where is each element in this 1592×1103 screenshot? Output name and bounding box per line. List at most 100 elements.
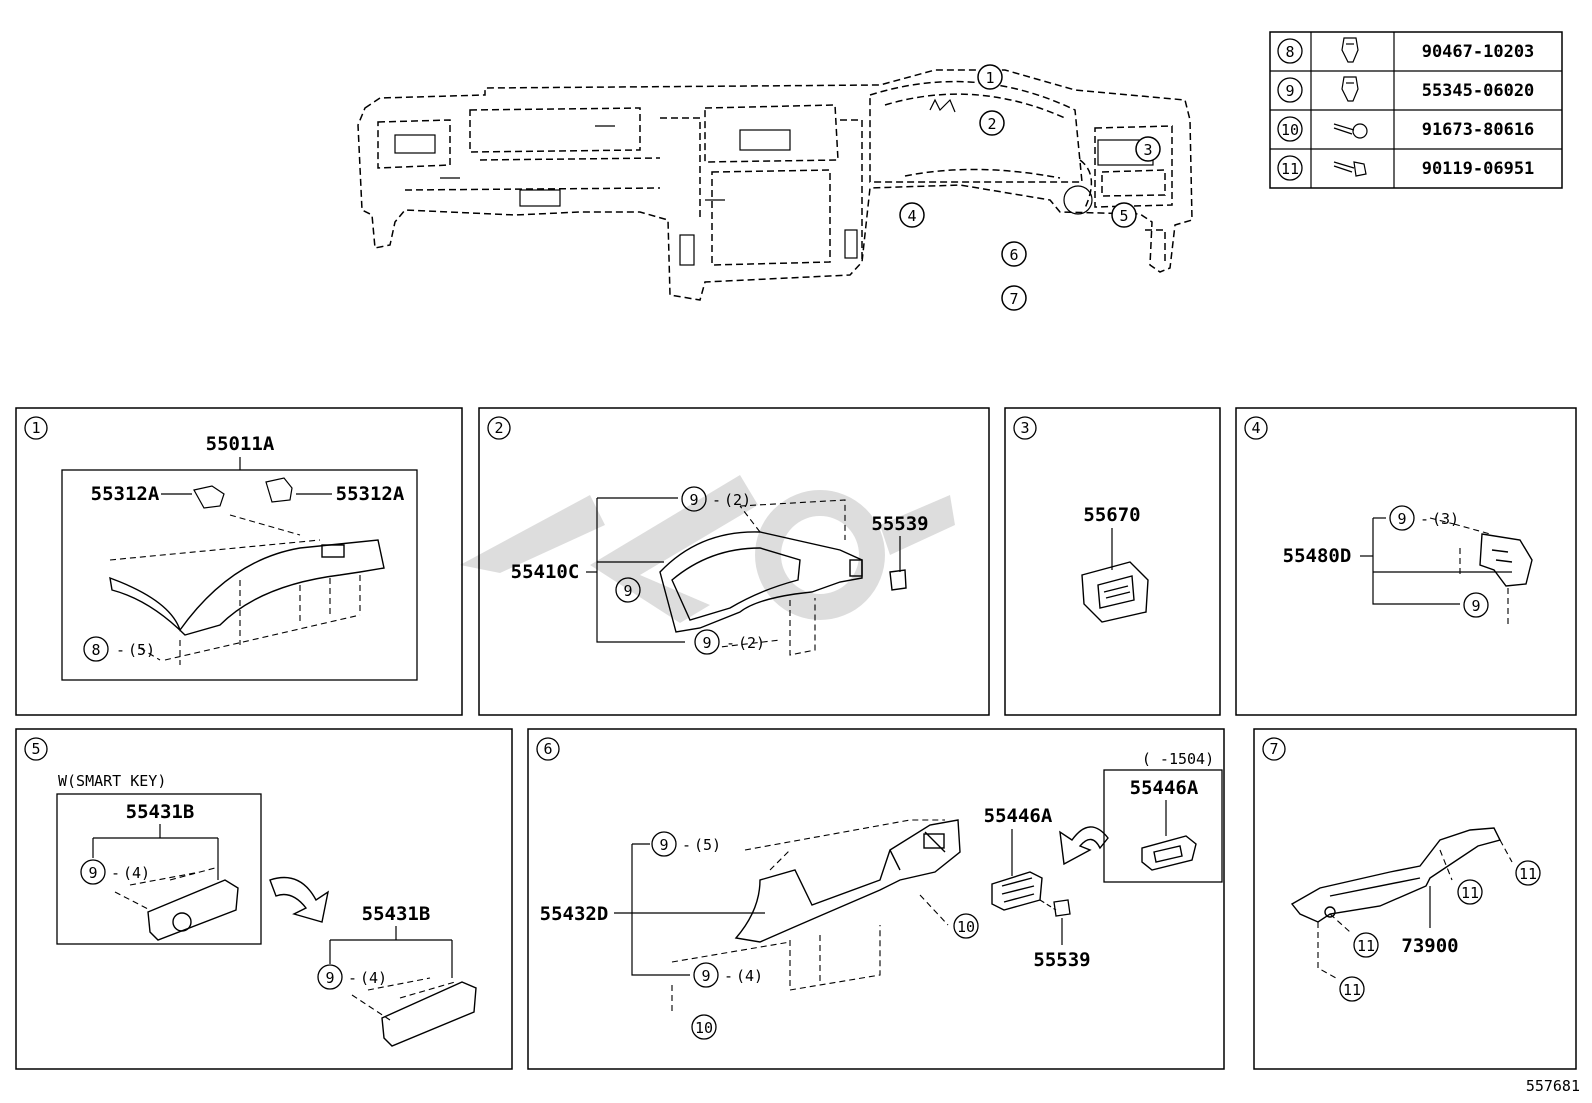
overview-callout-7[interactable]: 7: [1001, 285, 1027, 311]
part-label[interactable]: 55312A: [91, 483, 160, 505]
panel-number: 5: [31, 740, 40, 758]
panel-number: 1: [31, 419, 40, 437]
bolt-callout[interactable]: 11: [1457, 879, 1483, 905]
overview-callout-3[interactable]: 3: [1135, 136, 1161, 162]
svg-text:9: 9: [623, 582, 632, 600]
svg-text:-: -: [726, 634, 735, 652]
clip-icon: [193, 477, 293, 509]
svg-text:9: 9: [1397, 510, 1406, 528]
svg-text:9: 9: [689, 491, 698, 509]
screw-callout[interactable]: 10: [953, 913, 979, 939]
table-row[interactable]: 9 55345-06020: [1277, 76, 1535, 103]
lower-panel-part[interactable]: [734, 819, 961, 943]
panel-number: 6: [543, 740, 552, 758]
part-label[interactable]: 55539: [871, 513, 928, 535]
overview-callout-1[interactable]: 1: [977, 64, 1003, 90]
panel-7: 7 11 11 11 11 73900: [1262, 737, 1541, 1002]
svg-text:-: -: [348, 969, 357, 987]
part-label[interactable]: 55431B: [362, 903, 431, 925]
svg-text:-: -: [111, 864, 120, 882]
bolt-icon: [1333, 161, 1367, 177]
condition-label: ( -1504): [1142, 750, 1214, 768]
clip-callout[interactable]: 9: [615, 577, 641, 603]
screw-callout[interactable]: 10: [691, 1014, 717, 1040]
fastener-ref[interactable]: 8: [91, 641, 100, 659]
svg-text:10: 10: [1281, 121, 1299, 139]
overview-callout-5[interactable]: 5: [1111, 202, 1137, 228]
part-label[interactable]: 55432D: [540, 903, 609, 925]
table-row[interactable]: 10 91673-80616: [1277, 116, 1535, 142]
table-row[interactable]: 8 90467-10203: [1277, 37, 1535, 64]
svg-text:91673-80616: 91673-80616: [1422, 120, 1535, 140]
svg-text:9: 9: [659, 836, 668, 854]
part-label[interactable]: 55446A: [984, 805, 1053, 827]
part-label[interactable]: 55670: [1083, 504, 1140, 526]
svg-text:(4): (4): [123, 864, 150, 882]
part-label[interactable]: 55312A: [336, 483, 405, 505]
clip-callout[interactable]: 9 - (4): [80, 859, 150, 885]
clip-callout[interactable]: 9 - (2): [681, 486, 751, 512]
overview-callout-2[interactable]: 2: [979, 110, 1005, 136]
panel-number: 3: [1020, 419, 1029, 437]
panel-number: 2: [494, 419, 503, 437]
panel-number: 7: [1269, 740, 1278, 758]
blank-cover-part[interactable]: [381, 981, 477, 1047]
svg-text:4: 4: [907, 207, 916, 225]
svg-text:(2): (2): [724, 491, 751, 509]
clip-callout[interactable]: 9 - (3): [1389, 505, 1459, 531]
clip-callout[interactable]: 9 - (4): [693, 962, 763, 988]
clip-callout[interactable]: 9: [1463, 592, 1489, 618]
svg-text:(4): (4): [736, 967, 763, 985]
overview-details: [394, 98, 1154, 266]
clip-part[interactable]: [1053, 899, 1071, 917]
vent-inset-part[interactable]: [1141, 835, 1197, 871]
part-label[interactable]: 73900: [1401, 935, 1458, 957]
bolt-callout[interactable]: 11: [1339, 976, 1365, 1002]
svg-text:11: 11: [1357, 937, 1375, 955]
svg-text:11: 11: [1461, 884, 1479, 902]
part-label[interactable]: 55011A: [206, 433, 275, 455]
upper-panel-part[interactable]: [109, 539, 385, 636]
clip-callout[interactable]: 9 - (2): [694, 629, 765, 655]
switch-trim-part[interactable]: [147, 879, 239, 941]
svg-text:9: 9: [1285, 82, 1294, 100]
clip-callout[interactable]: 9 - (5): [651, 831, 721, 857]
svg-text:5: 5: [1119, 207, 1128, 225]
svg-text:-: -: [724, 967, 733, 985]
panel-1: 1 55011A 55312A 55312A 8 - (5): [24, 416, 418, 681]
table-row[interactable]: 11 90119-06951: [1277, 155, 1535, 181]
svg-text:9: 9: [701, 967, 710, 985]
overview-callouts: 1 2 3 4 5 6 7: [899, 64, 1161, 311]
part-label[interactable]: 55410C: [511, 561, 580, 583]
bolt-callout[interactable]: 11: [1353, 932, 1379, 958]
reinforcement-part[interactable]: [1290, 827, 1502, 923]
clip-icon: [1341, 37, 1359, 63]
side-panel-part[interactable]: [1479, 533, 1533, 587]
air-vent-part[interactable]: [1081, 561, 1149, 623]
part-label[interactable]: 55446A: [1130, 777, 1199, 799]
svg-text:(3): (3): [1432, 510, 1459, 528]
svg-text:6: 6: [1009, 246, 1018, 264]
part-label[interactable]: 55539: [1033, 949, 1090, 971]
svg-text:9: 9: [88, 864, 97, 882]
condition-label: W(SMART KEY): [58, 772, 166, 790]
direction-arrow-icon: [269, 876, 330, 923]
svg-text:90467-10203: 90467-10203: [1422, 42, 1535, 62]
svg-text:10: 10: [957, 918, 975, 936]
overview-callout-6[interactable]: 6: [1001, 241, 1027, 267]
svg-text:10: 10: [695, 1019, 713, 1037]
clip-callout[interactable]: 9 - (4): [317, 964, 387, 990]
svg-text:-: -: [712, 491, 721, 509]
svg-text:55345-06020: 55345-06020: [1422, 81, 1535, 101]
svg-text:11: 11: [1519, 865, 1537, 883]
cluster-finish-panel[interactable]: [659, 531, 907, 633]
svg-text:90119-06951: 90119-06951: [1422, 159, 1535, 179]
vent-part[interactable]: [991, 871, 1043, 911]
bolt-callout[interactable]: 11: [1515, 860, 1541, 886]
part-label[interactable]: 55480D: [1283, 545, 1352, 567]
overview-callout-4[interactable]: 4: [899, 202, 925, 228]
svg-text:-: -: [682, 836, 691, 854]
part-label[interactable]: 55431B: [126, 801, 195, 823]
svg-text:9: 9: [702, 634, 711, 652]
